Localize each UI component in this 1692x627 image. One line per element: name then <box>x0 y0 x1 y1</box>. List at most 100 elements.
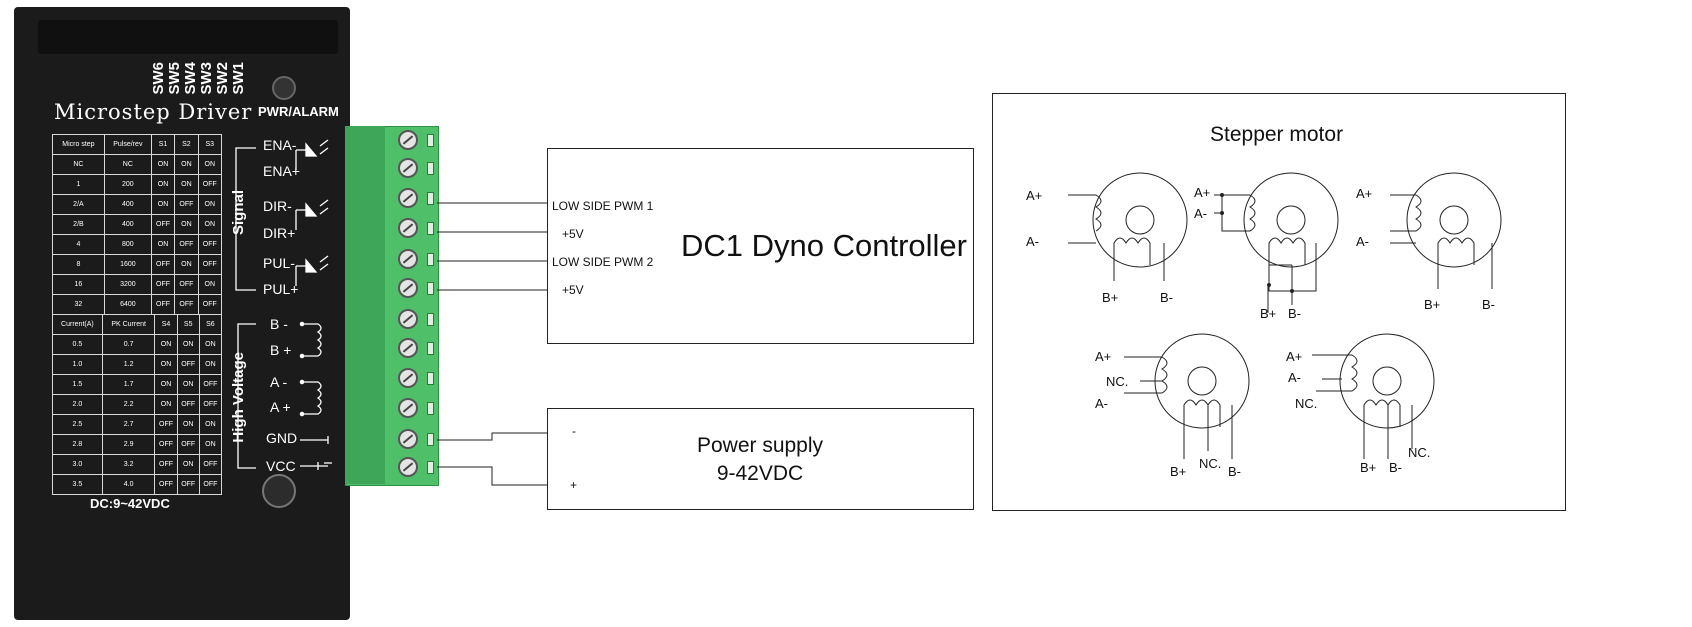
terminal-pin <box>427 402 434 415</box>
m5-a-plus: A+ <box>1286 349 1303 364</box>
table-cell: OFF <box>176 474 200 495</box>
table-cell: 3.5 <box>52 474 103 495</box>
terminal-screw-icon <box>398 218 418 238</box>
wire-label-5v-a: +5V <box>562 227 584 241</box>
terminal-pin <box>427 433 434 446</box>
m5-nc2: NC. <box>1408 445 1431 460</box>
terminal-screw-icon <box>398 130 418 150</box>
power-plus-label: + <box>570 478 578 492</box>
m2-b-minus: B- <box>1288 306 1301 321</box>
power-minus-label: - <box>572 424 576 438</box>
terminal-ena-minus: ENA- <box>263 137 297 153</box>
table-cell: OFF <box>198 474 223 495</box>
motor-3-body <box>1406 172 1502 268</box>
m5-a-minus: A- <box>1288 370 1301 385</box>
terminal-ena-plus: ENA+ <box>263 163 300 179</box>
stepper-motor-wiring-diagrams <box>1068 172 1502 459</box>
driver-signal-symbols <box>235 139 332 470</box>
m3-a-plus: A+ <box>1356 186 1373 201</box>
terminal-screw-icon <box>398 278 418 298</box>
m1-b-plus: B+ <box>1102 290 1119 305</box>
terminal-pul-minus: PUL- <box>263 255 295 271</box>
terminal-pul-plus: PUL+ <box>263 281 299 297</box>
m2-b-plus: B+ <box>1260 306 1277 321</box>
power-supply-voltage: 9-42VDC <box>716 462 804 485</box>
terminal-pin <box>427 282 434 295</box>
terminal-pin <box>427 162 434 175</box>
terminal-screw-icon <box>398 457 418 477</box>
motor-2-body <box>1243 172 1339 268</box>
stepper-motor-title: Stepper motor <box>1210 123 1344 146</box>
m4-b-plus: B+ <box>1170 464 1187 479</box>
wire-label-pwm1: LOW SIDE PWM 1 <box>552 199 654 213</box>
terminal-gnd: GND <box>266 430 298 446</box>
motor-5-body <box>1339 333 1435 429</box>
m2-a-minus: A- <box>1194 206 1207 221</box>
controller-title: DC1 Dyno Controller <box>681 228 967 263</box>
m4-nc: NC. <box>1106 374 1129 389</box>
stepper-motor-panel <box>992 93 1566 511</box>
m4-a-minus: A- <box>1095 396 1108 411</box>
terminal-pin <box>427 372 434 385</box>
motor-4-body <box>1154 333 1250 429</box>
m3-b-minus: B- <box>1482 297 1495 312</box>
terminal-pin <box>427 313 434 326</box>
wire-label-pwm2: LOW SIDE PWM 2 <box>552 255 654 269</box>
terminal-screw-icon <box>398 309 418 329</box>
terminal-a-minus: A - <box>270 374 288 390</box>
driver-title: Microstep Driver <box>54 100 253 124</box>
terminal-b-plus: B + <box>270 342 292 358</box>
m1-a-plus: A+ <box>1026 188 1043 203</box>
m3-b-plus: B+ <box>1424 297 1441 312</box>
m4-a-plus: A+ <box>1095 349 1112 364</box>
terminal-b-minus: B - <box>270 316 288 332</box>
motor-1-body <box>1092 172 1188 268</box>
table-cell: S3 <box>197 134 223 155</box>
terminal-screw-icon <box>398 188 418 208</box>
dc1-dyno-controller-box <box>547 148 974 344</box>
m1-b-minus: B- <box>1160 290 1173 305</box>
m4-b-minus: B- <box>1228 464 1241 479</box>
terminal-a-plus: A + <box>270 399 291 415</box>
terminal-screw-icon <box>398 398 418 418</box>
terminal-screw-icon <box>398 338 418 358</box>
m5-b-minus: B- <box>1389 460 1402 475</box>
terminal-pin <box>427 342 434 355</box>
m5-b-plus: B+ <box>1360 460 1377 475</box>
m3-a-minus: A- <box>1356 234 1369 249</box>
terminal-dir-plus: DIR+ <box>263 225 296 241</box>
m4-nc2: NC. <box>1199 456 1222 471</box>
pwr-alarm-led <box>272 76 296 100</box>
table-cell: ON <box>197 214 223 235</box>
m5-nc: NC. <box>1295 396 1318 411</box>
m1-a-minus: A- <box>1026 234 1039 249</box>
terminal-pin <box>427 222 434 235</box>
table-cell: OFF <box>198 374 223 395</box>
terminal-screw-icon <box>398 158 418 178</box>
m2-a-plus: A+ <box>1194 185 1211 200</box>
terminal-block-side <box>345 126 385 484</box>
terminal-screw-icon <box>398 368 418 388</box>
terminal-pin <box>427 134 434 147</box>
pwr-alarm-label: PWR/ALARM <box>258 104 339 119</box>
wire-label-5v-b: +5V <box>562 283 584 297</box>
terminal-dir-minus: DIR- <box>263 198 292 214</box>
power-supply-box <box>547 408 974 510</box>
terminal-pin <box>427 461 434 474</box>
terminal-pin <box>427 253 434 266</box>
